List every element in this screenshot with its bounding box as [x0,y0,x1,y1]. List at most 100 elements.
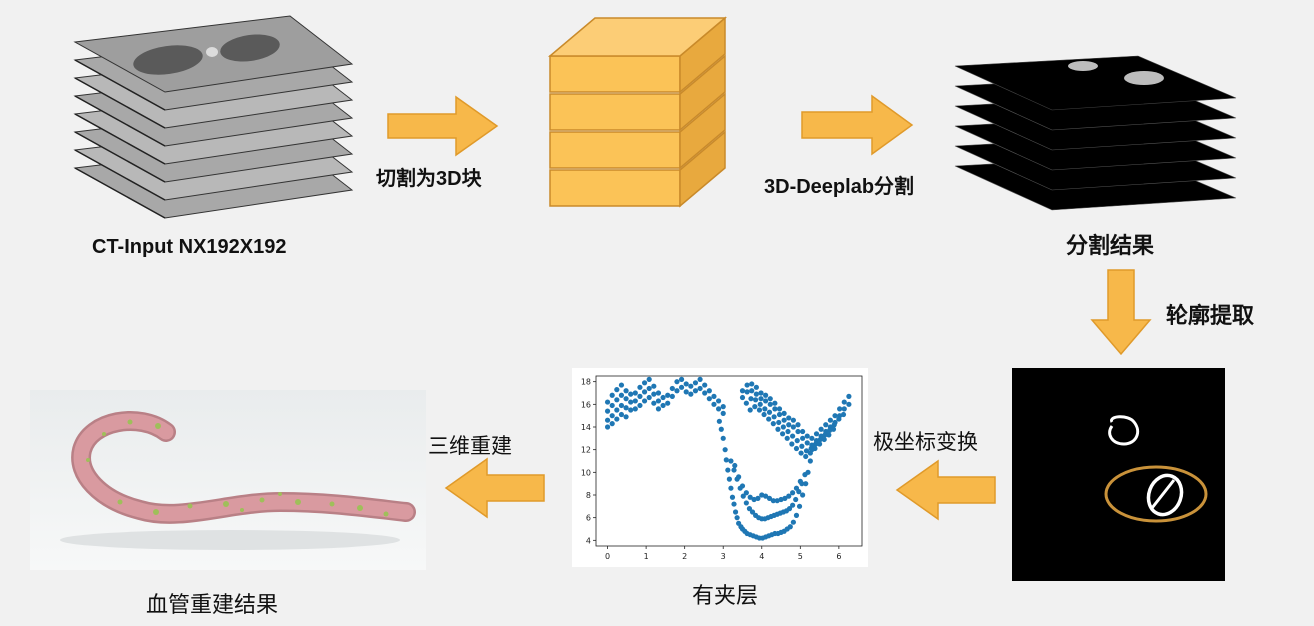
scatter-point [781,410,787,416]
arrow-left-1 [895,459,996,521]
vessel-reconstruction-image [30,390,426,570]
scatter-point [766,409,773,415]
block-side [679,54,726,132]
scatter-point [795,428,801,435]
seg-result-label: 分割结果 [1066,233,1155,258]
scatter-point [755,495,761,501]
y-tick-label: 4 [586,536,591,545]
scatter-point [651,400,657,406]
scatter-point [776,411,783,418]
scatter-point [793,445,800,452]
scatter-point [665,400,671,406]
scatter-point [743,400,749,406]
scatter-point [720,435,726,441]
scatter-point [799,443,805,449]
scatter-point [623,405,629,411]
scatter-point [716,418,722,424]
scatter-point [809,447,815,453]
scatter-point [718,426,724,432]
contour-label: 轮廓提取 [1166,303,1255,328]
y-tick-label: 6 [586,514,591,523]
scatter-point [846,401,852,407]
y-tick-label: 18 [581,378,591,387]
scatter-point [761,411,767,418]
y-tick-label: 10 [581,468,591,477]
scatter-point [614,387,620,393]
scatter-point [736,474,742,480]
scatter-point [784,435,790,441]
scatter-point [683,389,689,395]
y-tick-label: 12 [581,446,591,455]
scatter-point [790,424,796,430]
scatter-point [790,519,796,525]
scatter-point [711,401,717,407]
scatter-point [841,399,847,405]
x-tick-label: 4 [759,552,764,561]
scatter-point [614,416,620,422]
x-tick-label: 6 [836,552,841,561]
scatter-point [655,390,662,396]
y-tick-label: 8 [586,491,591,500]
scatter-point [725,467,731,473]
scatter-point [722,447,728,453]
scatter-point [660,402,666,409]
scatter-point [637,393,643,399]
scatter-point [632,398,638,404]
scatter-point [793,496,799,503]
scatter-point [779,431,786,437]
arrow-right-1 [387,95,499,157]
scatter-point [797,478,803,484]
scatter-point [628,399,634,405]
scatter-point [822,432,828,438]
scatter-point [641,389,648,395]
scatter-point [789,441,795,447]
scatter-point [618,392,625,398]
scatter-point [740,493,746,499]
scatter-point [752,404,758,410]
scatter-point [749,381,755,387]
scatter-point [816,441,823,447]
scatter-point [628,407,634,413]
scatter-point [739,394,746,401]
ct-top-slice [73,15,354,93]
scatter-point [655,406,662,412]
scatter-point [697,385,703,392]
x-tick-label: 5 [798,552,803,561]
scatter-point [772,400,778,406]
scatter-point [728,458,734,464]
scatter-point [628,391,634,397]
scatter-point [655,398,662,404]
block-side [679,130,726,208]
scatter-point [762,406,768,412]
scatter-point [766,416,772,422]
vessel-result-label: 血管重建结果 [146,593,279,618]
scatter-point [732,462,738,469]
scatter-point [817,436,823,443]
scatter-point [744,389,750,395]
ct-input-label: CT-Input NX192X192 [92,236,287,258]
scatter-point [604,399,611,405]
scatter-point [823,422,829,428]
y-tick-label: 14 [581,423,591,432]
scatter-point [646,394,652,401]
arrow-left-2 [444,457,545,519]
contour-image [1012,368,1225,581]
scatter-point [786,415,792,421]
scatter-point [813,441,819,447]
cut-blocks-label: 切割为3D块 [376,168,482,190]
scatter-point [674,388,680,394]
scatter-point [683,381,689,387]
scatter-point [623,388,629,394]
scatter-point [743,500,749,506]
scatter-point [763,493,769,499]
scatter-point [786,493,792,499]
scatter-point [651,383,657,389]
scatter-point [790,502,796,508]
scatter-point [665,392,671,398]
scatter-point [790,417,796,423]
scatter-point [749,388,755,394]
scatter-point [753,391,759,397]
scatter-point [818,426,824,432]
scatter-point [746,506,753,512]
